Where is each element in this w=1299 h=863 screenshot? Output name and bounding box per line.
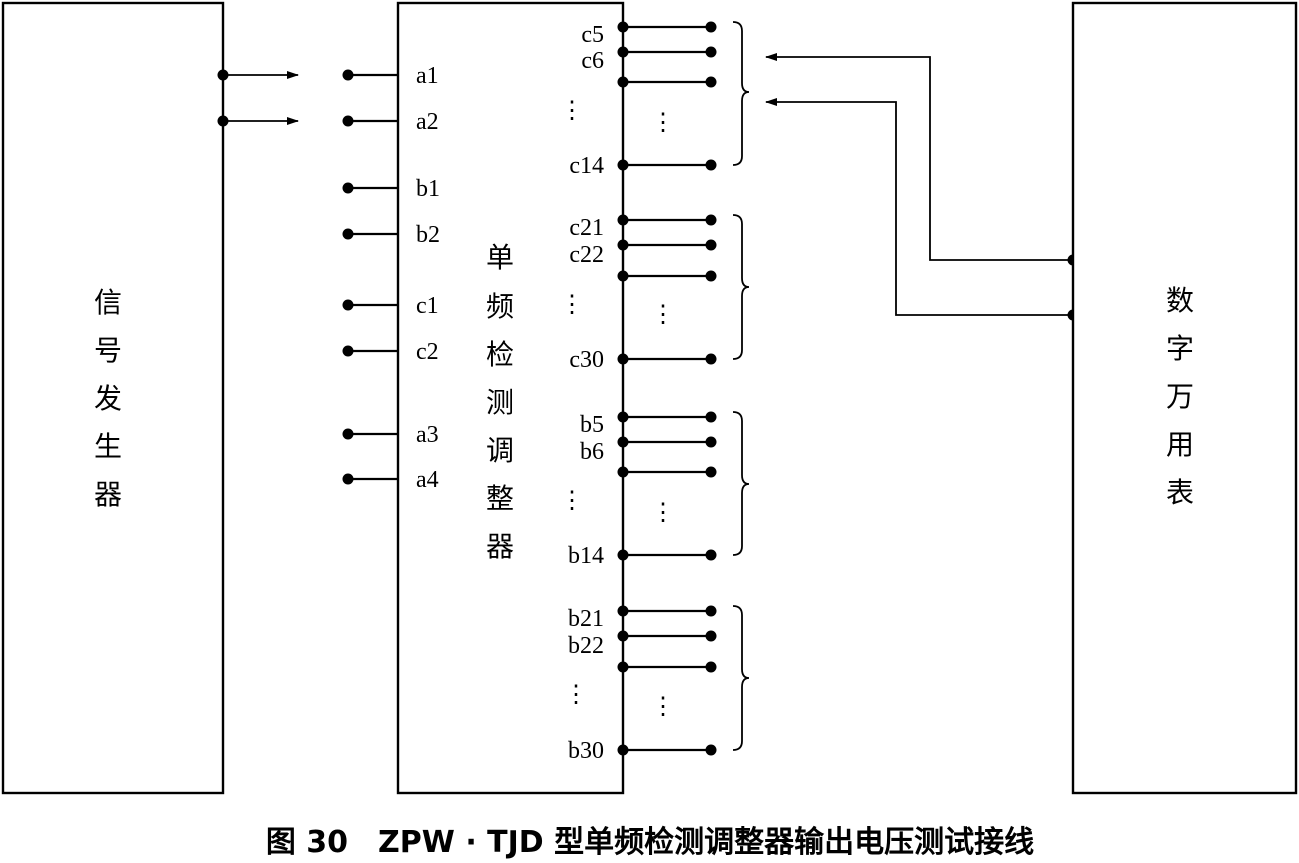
pin-label: a3 [416,422,439,448]
ellipsis-mark: ⋮ [560,98,584,124]
signal-generator-char: 器 [94,478,122,511]
pin-label: b22 [568,633,604,659]
output-terminal [217,115,229,127]
generator-outputs [217,69,299,127]
ellipsis-mark: ⋮ [651,302,675,328]
detector-char: 检 [486,338,514,371]
ellipsis-mark: ⋮ [651,500,675,526]
pin-label: c2 [416,339,439,365]
detector-char: 单 [486,241,514,274]
ellipsis-mark: ⋮ [560,292,584,318]
multimeter-char: 用 [1166,428,1194,461]
multimeter-char: 万 [1166,380,1194,413]
pin-label: a1 [416,63,439,89]
detector-box [396,1,625,795]
detector-char: 频 [486,290,514,323]
pin-label: a4 [416,467,439,493]
pin-terminal [342,345,354,357]
pin-terminal [342,299,354,311]
signal-generator-box [1,1,225,795]
signal-generator-char: 号 [94,334,122,367]
detector-right-outputs: c5 c6 ⋮ c14 ⋮ c21 c22 ⋮ c30 ⋮ [560,21,750,764]
pin-label: c30 [569,347,604,373]
output-group: c21 c22 ⋮ c30 ⋮ [560,214,750,373]
ellipsis-mark: ⋮ [564,682,588,708]
left-pin: a1 [342,63,439,89]
detector-char: 整 [486,482,514,515]
group-brace [732,21,750,166]
ellipsis-mark: ⋮ [560,488,584,514]
pin-terminal [342,473,354,485]
left-pin: c1 [342,293,439,319]
pin-label: c14 [569,153,604,179]
output-group: b21 b22 ⋮ b30 ⋮ [564,605,750,764]
group-brace [732,605,750,751]
group-brace [732,214,750,360]
detector-left-pins: a1 a2 b1 b2 c1 c2 a3 [342,63,440,493]
multimeter-char: 表 [1166,476,1194,509]
pin-terminal [342,115,354,127]
pin-label: b30 [568,738,604,764]
signal-generator-label: 信 号 发 生 器 [94,286,122,511]
output-terminal [217,69,229,81]
pin-label: b14 [568,543,604,569]
pin-label: b6 [580,439,604,465]
pin-label: b21 [568,606,604,632]
detector-char: 调 [486,434,514,467]
left-pin: b1 [342,176,440,202]
ellipsis-mark: ⋮ [651,694,675,720]
left-pin: c2 [342,339,439,365]
multimeter-char: 字 [1166,332,1194,365]
multimeter-char: 数 [1166,284,1194,317]
signal-generator-char: 生 [94,430,122,463]
detector-label: 单 频 检 测 调 整 器 [486,241,514,563]
pin-label: c6 [581,48,604,74]
pin-terminal [342,182,354,194]
pin-label: b5 [580,412,604,438]
multimeter-leads [765,53,1079,321]
ellipsis-mark: ⋮ [651,110,675,136]
detector-char: 测 [486,386,514,419]
left-pin: a3 [342,422,439,448]
lead-arrow [765,98,1073,316]
output-group: b5 b6 ⋮ b14 ⋮ [560,411,750,569]
pin-terminal [342,428,354,440]
lead-arrow [765,53,1073,261]
left-pin: a4 [342,467,439,493]
group-brace [732,411,750,556]
multimeter-label: 数 字 万 用 表 [1166,284,1194,509]
pin-label: a2 [416,109,439,135]
left-pin: b2 [342,222,440,248]
pin-label: c22 [569,242,604,268]
output-group: c5 c6 ⋮ c14 ⋮ [560,21,750,179]
pin-terminal [342,228,354,240]
detector-char: 器 [486,530,514,563]
figure-caption: 图 30 ZPW · TJD 型单频检测调整器输出电压测试接线 [266,825,1034,860]
pin-label: b1 [416,176,440,202]
signal-generator-char: 发 [94,382,122,415]
left-pin: a2 [342,109,439,135]
pin-label: c1 [416,293,439,319]
pin-terminal [342,69,354,81]
multimeter-box [1071,1,1298,795]
pin-label: c21 [569,215,604,241]
signal-generator-char: 信 [94,286,122,319]
pin-label: c5 [581,22,604,48]
pin-label: b2 [416,222,440,248]
